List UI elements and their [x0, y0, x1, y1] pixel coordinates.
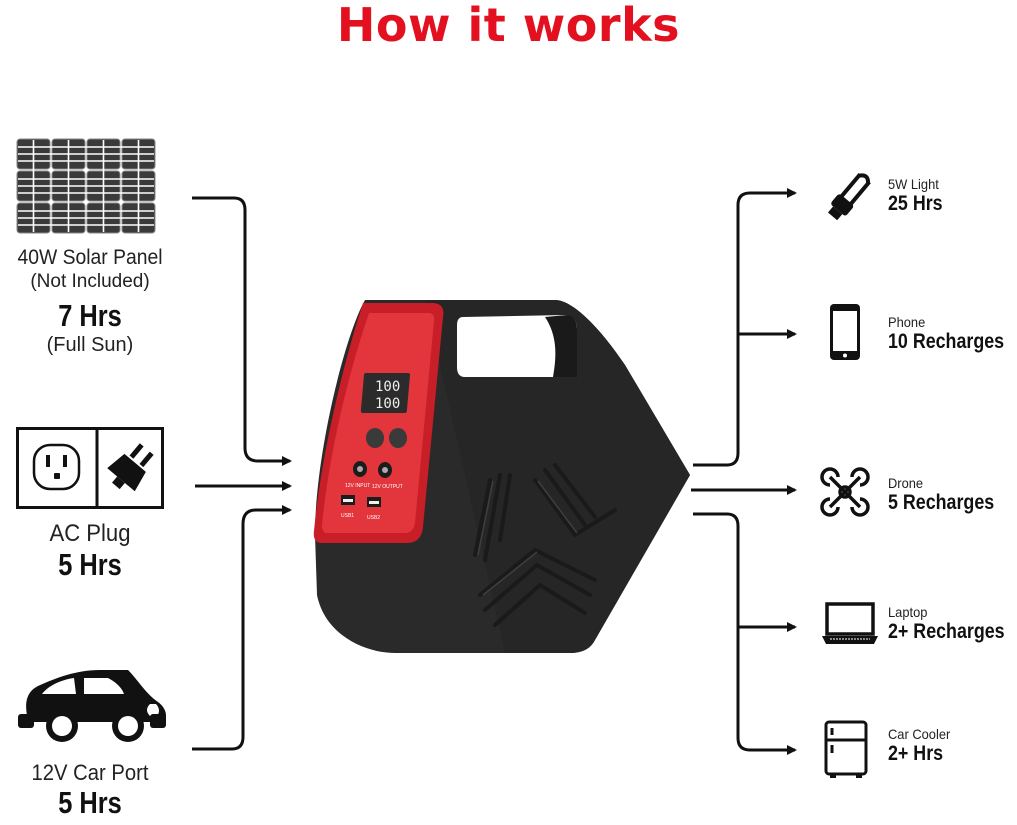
page-title: How it works: [336, 0, 681, 52]
input-solar: 40W Solar Panel (Not Included) 7 Hrs (Fu…: [0, 245, 185, 357]
input-ac-name: AC Plug: [49, 520, 131, 547]
input-solar-note: (Not Included): [30, 271, 150, 292]
input-car-value: 5 Hrs: [58, 785, 122, 820]
power-station-device: 100 100 12V INPUT 12V OUTPUT USB1 USB2: [305, 295, 695, 660]
output-car-cooler: Car Cooler 2+ Hrs: [820, 718, 1017, 778]
laptop-icon: [820, 598, 878, 654]
svg-text:USB2: USB2: [367, 515, 380, 521]
output-phone: Phone 10 Recharges: [820, 302, 1017, 362]
phone-icon: [820, 302, 876, 360]
input-car-name: 12V Car Port: [31, 760, 149, 785]
output-light-name: 5W Light: [888, 176, 939, 192]
output-light-value: 25 Hrs: [888, 192, 943, 215]
fridge-icon: [820, 718, 876, 778]
output-drone-name: Drone: [888, 475, 924, 491]
input-solar-condition: (Full Sun): [46, 334, 134, 356]
svg-text:12V OUTPUT: 12V OUTPUT: [372, 484, 403, 490]
svg-text:100: 100: [375, 396, 400, 412]
input-ac-value: 5 Hrs: [58, 547, 122, 582]
car-icon: [16, 664, 168, 746]
input-solar-value: 7 Hrs: [58, 298, 122, 333]
output-laptop-value: 2+ Recharges: [888, 620, 1005, 643]
input-ac: AC Plug 5 Hrs: [0, 520, 185, 582]
output-laptop: Laptop 2+ Recharges: [820, 598, 1017, 658]
output-phone-name: Phone: [888, 314, 926, 330]
solar-panel-icon: [16, 138, 156, 235]
output-drone: Drone 5 Recharges: [820, 467, 1017, 527]
output-car-cooler-name: Car Cooler: [888, 726, 951, 742]
svg-text:USB1: USB1: [341, 513, 354, 519]
svg-text:12V INPUT: 12V INPUT: [345, 483, 370, 489]
battery-display: 100: [375, 379, 400, 395]
input-solar-name: 40W Solar Panel: [17, 246, 163, 269]
output-car-cooler-value: 2+ Hrs: [888, 742, 944, 765]
light-bulb-icon: [820, 170, 876, 226]
drone-icon: [820, 467, 876, 523]
output-laptop-name: Laptop: [888, 604, 928, 620]
output-phone-value: 10 Recharges: [888, 330, 1005, 353]
output-drone-value: 5 Recharges: [888, 491, 995, 514]
input-car: 12V Car Port 5 Hrs: [0, 760, 185, 820]
output-light: 5W Light 25 Hrs: [820, 170, 1017, 230]
ac-plug-icon: [16, 427, 164, 509]
